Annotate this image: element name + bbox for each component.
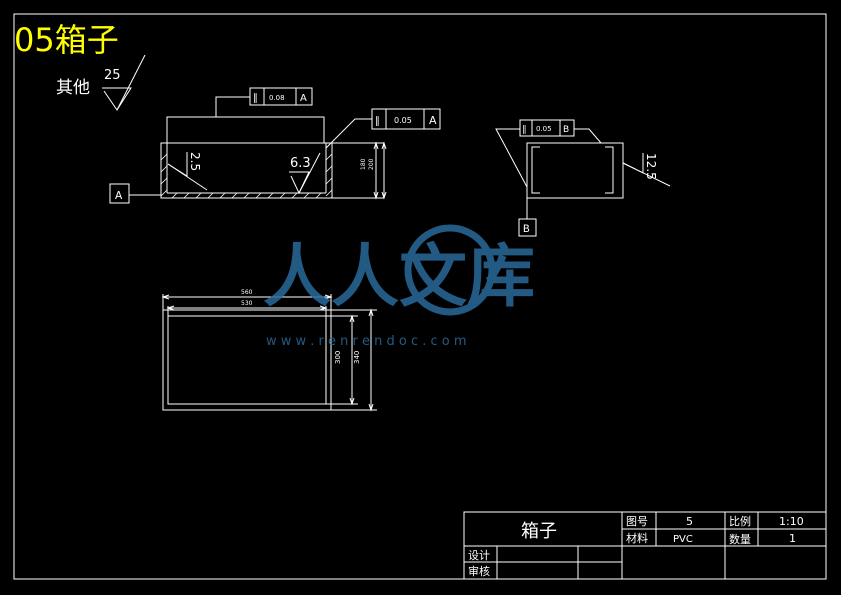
tolerance-frame-side: ∥ 0.05 B: [519, 119, 575, 137]
tolerance-top-datum: A: [300, 93, 307, 104]
plan-view: [161, 294, 377, 412]
datum-a-box: [109, 183, 130, 204]
tolerance-right-datum: A: [429, 114, 437, 127]
front-view: [109, 96, 387, 204]
tolerance-side-value: 0.05: [536, 125, 552, 133]
title-block-quantity-value: 1: [789, 532, 796, 545]
dim-plan-outer-height: 340: [353, 351, 361, 364]
datum-a-label: A: [115, 189, 123, 203]
roughness-symbol: [102, 87, 132, 111]
title-block-material-value: PVC: [673, 534, 693, 545]
general-roughness-note: 其他 25: [56, 54, 146, 111]
title-block-review-label: 审核: [468, 564, 490, 578]
title-block-quantity-label: 数量: [729, 533, 751, 546]
datum-b-box: [518, 218, 537, 237]
tolerance-top-symbol: ∥: [253, 93, 258, 104]
drawing-title: 05箱子: [14, 21, 119, 59]
dim-plan-inner-width: 530: [241, 300, 253, 307]
title-block-part-name: 箱子: [521, 521, 557, 542]
roughness-other-label: 其他: [56, 78, 90, 98]
title-block-drawing-no-value: 5: [686, 515, 693, 528]
title-block-material-label: 材料: [626, 531, 648, 545]
title-block-drawing-no-label: 图号: [626, 515, 648, 528]
roughness-side-right: 12.5: [644, 153, 658, 180]
hatch-section: [160, 153, 333, 199]
watermark-circle: [404, 224, 496, 316]
roughness-front-bottom: 6.3: [290, 156, 311, 171]
title-block: [463, 511, 827, 580]
tolerance-right-symbol: ∥: [375, 116, 380, 127]
watermark: 人人文库 w w w . r e n r e n d o c . c o m: [263, 224, 535, 349]
side-view: [495, 128, 671, 237]
tolerance-top-value: 0.08: [269, 94, 285, 102]
title-block-scale-value: 1:10: [779, 515, 804, 528]
datum-b-label: B: [523, 224, 530, 236]
tolerance-right-value: 0.05: [394, 116, 412, 125]
tolerance-side-symbol: ∥: [522, 125, 527, 135]
watermark-url: w w w . r e n r e n d o c . c o m: [266, 334, 467, 349]
dim-plan-inner-height: 300: [334, 351, 342, 364]
title-block-design-label: 设计: [468, 549, 490, 562]
roughness-other-value: 25: [104, 68, 121, 83]
tolerance-frame-right: ∥ 0.05 A: [371, 108, 441, 130]
tolerance-side-datum: B: [563, 125, 569, 135]
dim-plan-outer-width: 560: [241, 289, 253, 296]
dim-front-inner-height: 180: [360, 158, 367, 170]
dim-front-outer-height: 200: [368, 158, 375, 170]
roughness-front-left: 2.5: [188, 152, 202, 171]
title-block-scale-label: 比例: [729, 514, 751, 528]
drawing-frame: [13, 13, 827, 580]
tolerance-frame-top: ∥ 0.08 A: [249, 87, 313, 106]
watermark-text: 人人文库: [263, 238, 535, 317]
